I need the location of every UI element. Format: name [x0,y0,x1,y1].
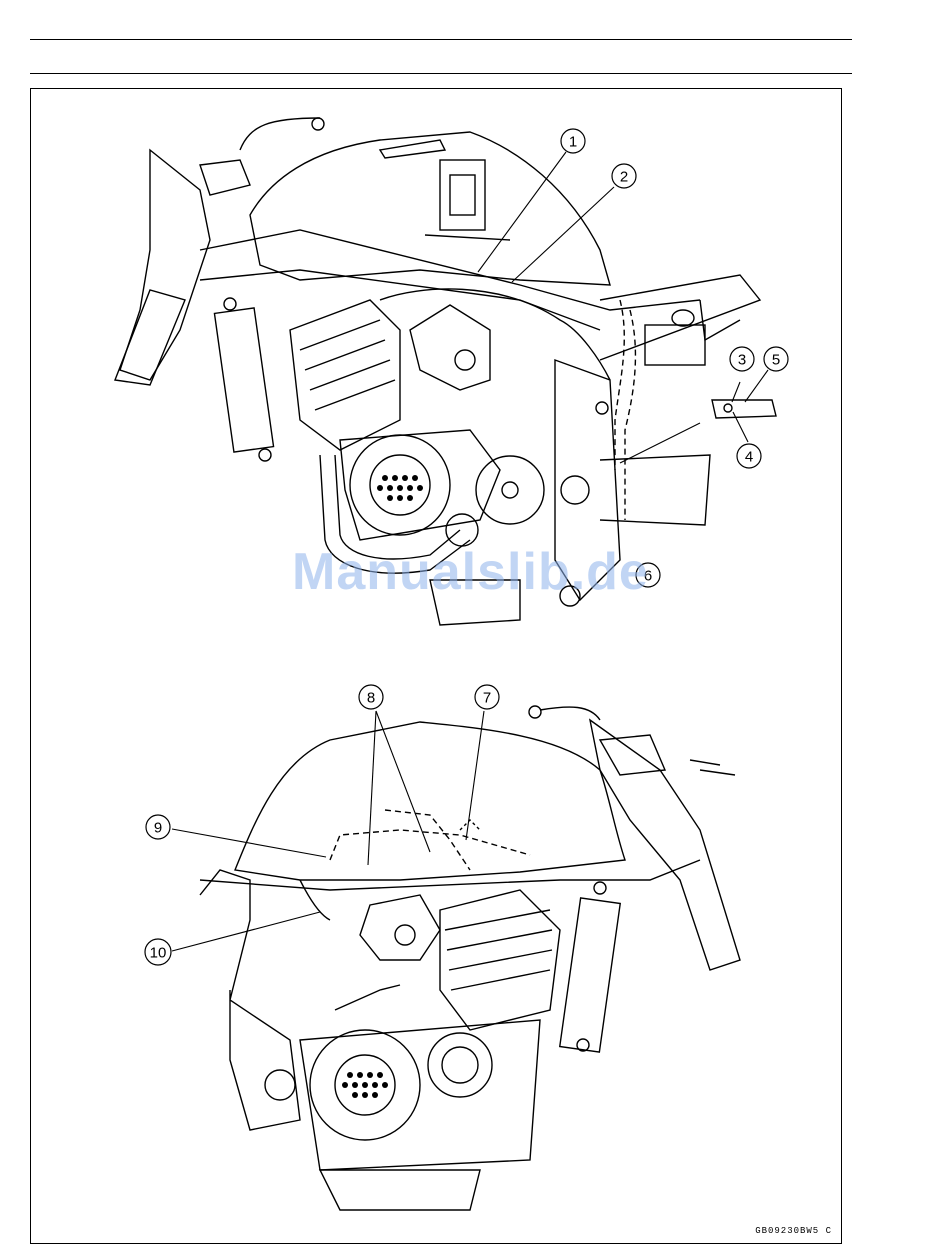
callout-3: 3 [730,347,754,371]
svg-text:9: 9 [154,820,162,837]
svg-text:8: 8 [367,690,375,707]
figure-reference-code: GB09230BW5 C [755,1226,832,1236]
callout-2: 2 [612,164,636,188]
svg-text:4: 4 [745,449,753,466]
svg-text:3: 3 [738,352,746,369]
callout-8: 8 [359,685,383,709]
callout-10: 10 [145,939,171,965]
callout-5: 5 [764,347,788,371]
svg-text:1: 1 [569,134,577,151]
svg-text:2: 2 [620,169,628,186]
callout-1: 1 [561,129,585,153]
callout-7: 7 [475,685,499,709]
callout-9: 9 [146,815,170,839]
svg-text:5: 5 [772,352,780,369]
callout-4: 4 [737,444,761,468]
bottom-diagram [200,706,740,1210]
watermark: Manualslib.de [292,542,672,602]
svg-text:10: 10 [150,945,167,962]
svg-text:7: 7 [483,690,491,707]
